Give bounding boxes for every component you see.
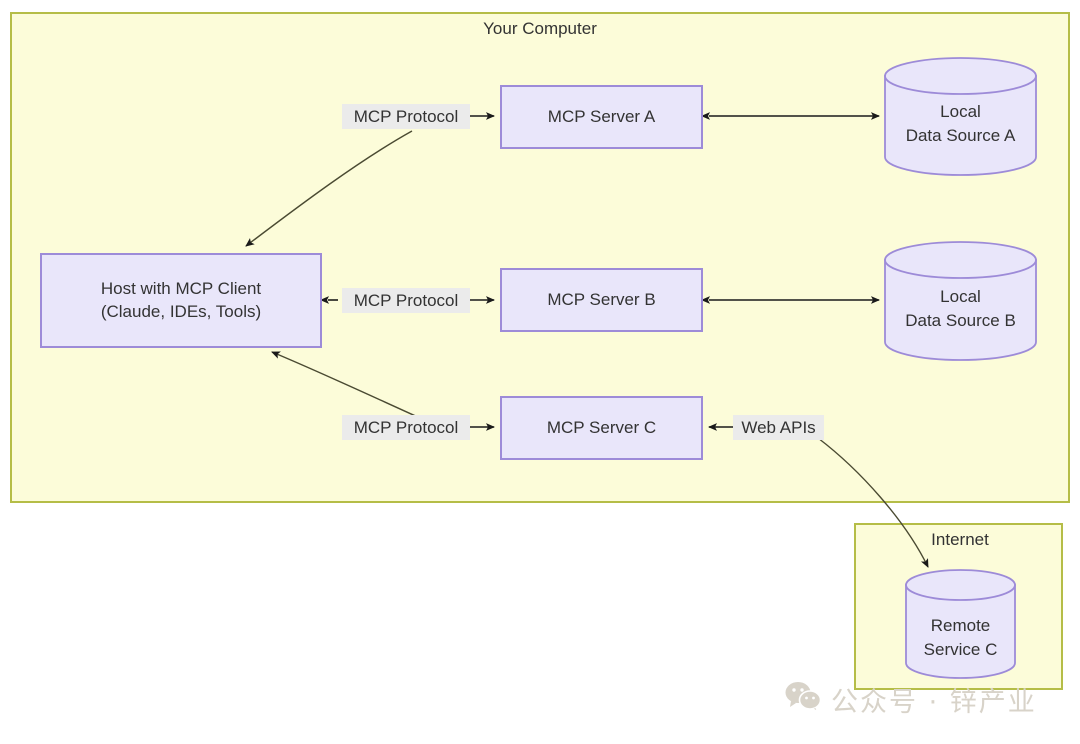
node-mcp-server-c-label: MCP Server C bbox=[546, 417, 657, 437]
zone-internet-label: Internet bbox=[931, 530, 989, 549]
node-mcp-server-a[interactable]: MCP Server A bbox=[500, 85, 703, 149]
node-mcp-server-b-label: MCP Server B bbox=[547, 289, 656, 309]
edge-label-mcp-protocol-b: MCP Protocol bbox=[342, 288, 470, 313]
zone-your-computer-label: Your Computer bbox=[483, 19, 597, 38]
node-mcp-server-b[interactable]: MCP Server B bbox=[500, 268, 703, 332]
edge-label-mcp-protocol-c: MCP Protocol bbox=[342, 415, 470, 440]
node-host-label-line2: (Claude, IDEs, Tools) bbox=[100, 301, 262, 321]
edge-label-web-apis: Web APIs bbox=[733, 415, 824, 440]
node-host-with-mcp-client[interactable]: Host with MCP Client (Claude, IDEs, Tool… bbox=[40, 253, 322, 348]
edge-label-mcp-protocol-a: MCP Protocol bbox=[342, 104, 470, 129]
node-mcp-server-c[interactable]: MCP Server C bbox=[500, 396, 703, 460]
wechat-icon bbox=[785, 681, 822, 718]
node-mcp-server-a-label: MCP Server A bbox=[547, 106, 656, 126]
watermark-text: 公众号 · 锌产业 bbox=[831, 687, 1037, 718]
node-host-label-line1: Host with MCP Client bbox=[100, 278, 262, 298]
watermark: 公众号 · 锌产业 bbox=[785, 680, 1037, 719]
